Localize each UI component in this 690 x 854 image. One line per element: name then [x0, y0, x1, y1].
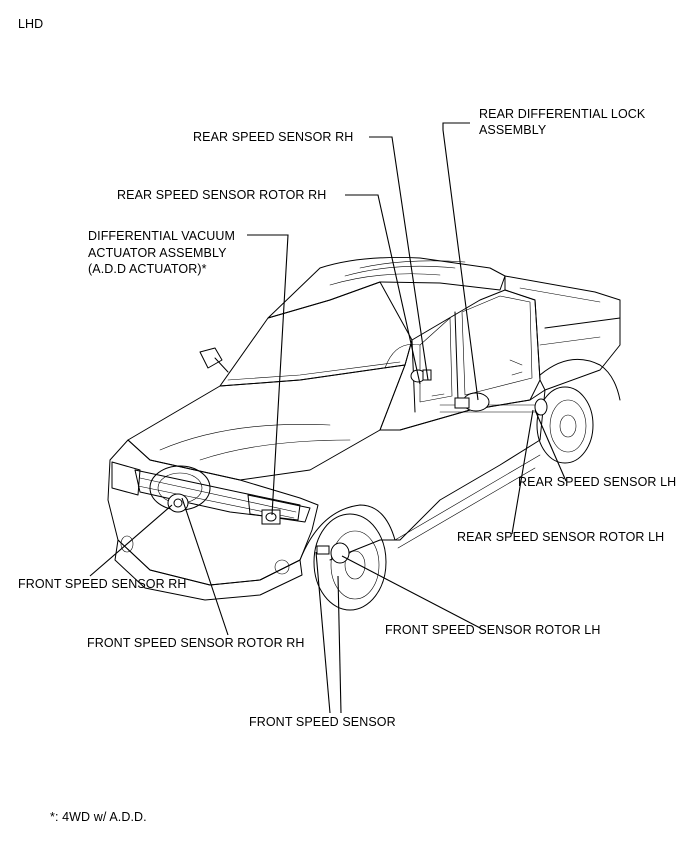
label-front-speed-sensor-rotor-lh: FRONT SPEED SENSOR ROTOR LH — [385, 623, 601, 637]
label-rear-speed-sensor-lh: REAR SPEED SENSOR LH — [518, 475, 677, 489]
label-differential-vacuum-line3: (A.D.D ACTUATOR)* — [88, 262, 207, 276]
label-rear-speed-sensor-rotor-rh: REAR SPEED SENSOR ROTOR RH — [117, 188, 327, 202]
label-front-speed-sensor-rotor-rh: FRONT SPEED SENSOR ROTOR RH — [87, 636, 305, 650]
add-actuator-part — [261, 509, 281, 525]
label-rear-differential-lock-line1: REAR DIFFERENTIAL LOCK — [479, 107, 646, 121]
leader-lines — [89, 122, 567, 714]
rear-differential-lock-part — [454, 392, 490, 412]
rear-speed-sensor-rh-part — [410, 369, 432, 383]
label-rear-speed-sensor-rotor-lh: REAR SPEED SENSOR ROTOR LH — [457, 530, 665, 544]
label-rear-speed-sensor-rh: REAR SPEED SENSOR RH — [193, 130, 354, 144]
front-speed-sensor-rh-part — [167, 493, 189, 513]
footnote: *: 4WD w/ A.D.D. — [50, 810, 147, 824]
pickup-truck-drawing — [107, 256, 621, 611]
front-speed-sensor-lh-part — [316, 542, 350, 564]
label-front-speed-sensor: FRONT SPEED SENSOR — [249, 715, 396, 729]
label-differential-vacuum-line2: ACTUATOR ASSEMBLY — [88, 246, 227, 260]
rear-speed-sensor-lh-part — [534, 398, 548, 416]
drive-side-label: LHD — [18, 17, 44, 31]
label-rear-differential-lock-line2: ASSEMBLY — [479, 123, 547, 137]
label-differential-vacuum-line1: DIFFERENTIAL VACUUM — [88, 229, 236, 243]
